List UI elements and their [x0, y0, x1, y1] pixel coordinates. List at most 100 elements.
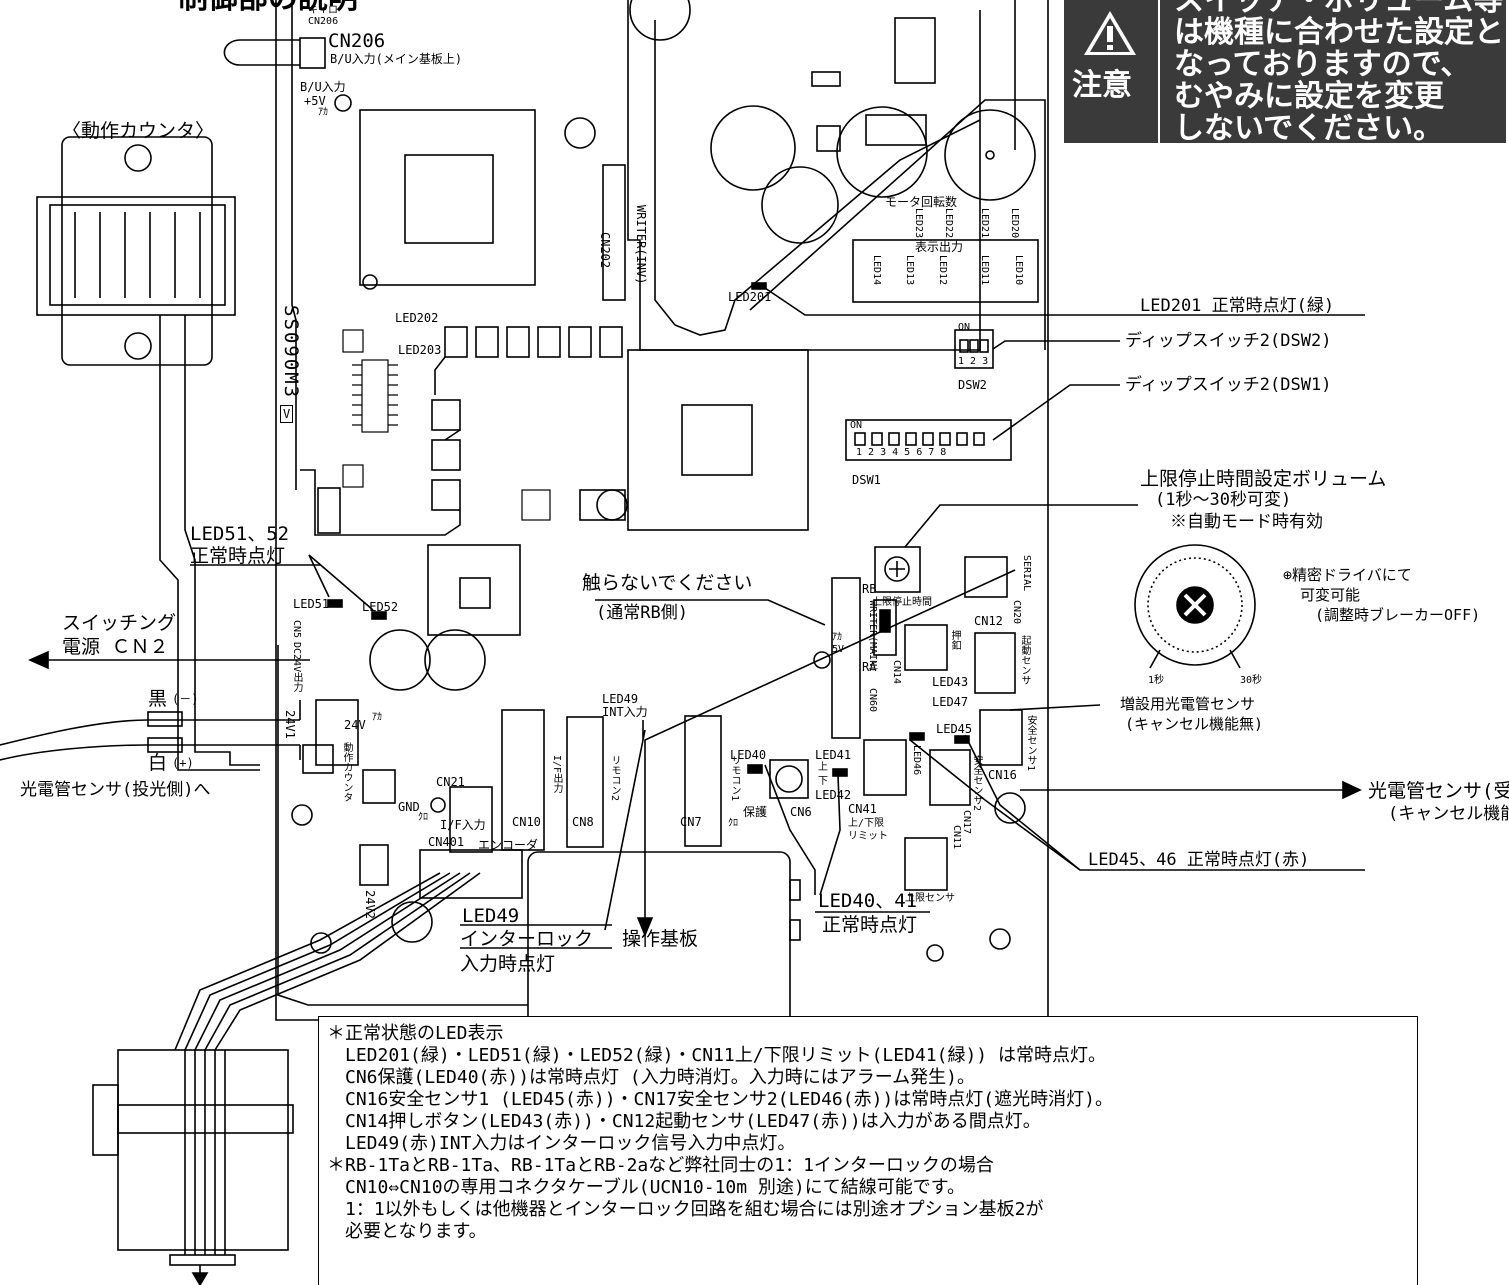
- v24-2-label: 24V2: [363, 890, 377, 919]
- volume-title-callout: 上限停止時間設定ボリューム: [1140, 468, 1387, 490]
- dsw2-on-label: ON: [958, 322, 971, 333]
- driver-callout-2: 可変可能: [1300, 586, 1361, 604]
- caution-box: 注意 スイッチ・ボリューム等 は機種に合わせた設定と なっておりますので、 むや…: [1064, 0, 1506, 146]
- motor-speed-label: モータ回転数: [885, 195, 958, 209]
- cn12-label: CN12: [974, 614, 1003, 628]
- if-input-label: I/F入力: [440, 818, 486, 832]
- led51-52-normal-callout: 正常時点灯: [190, 545, 286, 567]
- op-counter-label: 動作カウンタ: [341, 742, 352, 802]
- led203-label: LED203: [398, 343, 442, 357]
- note-line: CN6保護(LED40(赤))は常時点灯 (入力時消灯。入力時にはアラーム発生)…: [327, 1067, 976, 1088]
- led41-label: LED41: [815, 748, 852, 762]
- caution-keyword: 注意: [1072, 68, 1132, 103]
- switching-callout: スイッチング: [62, 612, 177, 634]
- driver-callout-3: (調整時ブレーカーOFF): [1315, 606, 1481, 624]
- ra-label: RA: [862, 660, 877, 674]
- cn206-label: CN206: [328, 30, 386, 52]
- sensor-recv-callout-1: 光電管センサ(受光側): [1368, 780, 1509, 802]
- up-label: 上: [818, 762, 828, 773]
- led49-callout-title: LED49: [462, 905, 520, 927]
- warning-icon: [1084, 11, 1136, 55]
- volume-auto-callout: ※自動モード時有効: [1170, 512, 1323, 532]
- ext-sensor-callout-2: (キャンセル機能無): [1125, 715, 1264, 733]
- white-wire-label: 白: [148, 752, 168, 774]
- motor-body: [117, 1049, 289, 1251]
- led45-46-callout: LED45、46 正常時点灯(赤): [1088, 850, 1310, 870]
- note-line: CN16安全センサ1 (LED45(赤))・CN17安全センサ2(LED46(赤…: [327, 1089, 1113, 1110]
- led21-label: LED21: [979, 208, 990, 239]
- led46-label: LED46: [911, 745, 922, 776]
- led12-label: LED12: [937, 255, 948, 286]
- cn401-label: CN401: [428, 835, 465, 849]
- board-code: SS090M3: [280, 305, 302, 400]
- interlock-callout: インターロック: [460, 928, 594, 950]
- capacitor: [761, 166, 839, 244]
- akaka-5v-label: ｱｶ 5V: [832, 632, 845, 655]
- note-line: LED201(緑)・LED51(緑)・LED52(緑)・CN11上/下限リミット…: [327, 1045, 1106, 1066]
- led49-int-label: LED49 INT入力: [602, 692, 648, 719]
- led40-label: LED40: [730, 748, 767, 762]
- counter-frame: [61, 136, 213, 366]
- cn60-label: CN60: [867, 688, 878, 713]
- led45-label: LED45: [936, 722, 973, 736]
- led11-label: LED11: [979, 255, 990, 286]
- encoder-label: エンコーダ: [478, 838, 539, 852]
- kuro-label: ｸﾛ: [418, 812, 428, 823]
- note-line: 1：1以外もしくは他機器とインターロック回路を組む場合には別途オプション基板2が: [327, 1199, 1044, 1220]
- cn41-label: CN41: [848, 802, 877, 816]
- counter-label: 〈動作カウンタ〉: [62, 120, 215, 142]
- rb-ra-switch: [873, 599, 897, 656]
- capacitor: [710, 105, 796, 191]
- cn16-label: CN16: [988, 768, 1017, 782]
- volume-knob-housing: [874, 546, 921, 593]
- led13-label: LED13: [904, 255, 915, 286]
- caution-line: むやみに設定を変更: [1174, 79, 1444, 114]
- dsw1-switch: [845, 419, 1012, 461]
- dial-min-label: 1秒: [1148, 675, 1165, 686]
- sensor-recv-callout-2: (キャンセル機能有): [1388, 804, 1509, 824]
- bu-input-label: B/U入力: [300, 80, 346, 94]
- safety-sensor2-label: 安全センサ2: [971, 755, 982, 812]
- note-line: 必要となります。: [327, 1221, 487, 1242]
- cn11-label: CN11: [951, 825, 962, 850]
- dsw1-on-label: ON: [850, 420, 863, 431]
- cn8-label: CN8: [572, 815, 594, 829]
- led47-label: LED47: [932, 695, 969, 709]
- note-line: ＊RB-1TaとRB-1Ta、RB-1TaとRB-2aなど弊社同士の1：1インタ…: [327, 1155, 994, 1176]
- push-btn-label: 押釦: [949, 630, 960, 650]
- led22-label: LED22: [943, 208, 954, 239]
- dial-max-label: 30秒: [1240, 675, 1263, 686]
- cn10-label: CN10: [512, 815, 541, 829]
- dsw2-label: DSW2: [958, 378, 987, 392]
- white-wire-sign: (+): [172, 756, 194, 770]
- led202-label: LED202: [395, 311, 439, 325]
- if-output-label: I/F出力: [551, 755, 562, 794]
- ext-sensor-callout-1: 増設用光電管センサ: [1120, 695, 1256, 713]
- dc24v-label: DC24V出力: [291, 642, 302, 693]
- note-line: CN10⇔CN10の専用コネクタケーブル(UCN10-10m 別途)にて結線可能…: [327, 1177, 965, 1198]
- cn206-small-label: キイロ CN206: [308, 5, 339, 27]
- limit-label: 上/下限 リミット: [848, 818, 888, 842]
- operation-board-label: 操作基板: [622, 928, 699, 950]
- led40-41-normal-callout: 正常時点灯: [822, 914, 918, 936]
- led20-label: LED20: [1009, 208, 1020, 239]
- dsw2-callout: ディップスイッチ2(DSW2): [1125, 331, 1332, 351]
- remote1-label: リモコン1: [729, 755, 740, 802]
- writer-inv-label: WRITER(INV): [634, 205, 648, 285]
- upper-stop-time-label: 上限停止時間: [872, 597, 932, 608]
- page-title: 制御部の説明: [178, 0, 358, 16]
- normal-rb-callout: (通常RB側): [596, 603, 688, 623]
- led40-41-callout: LED40、41: [818, 890, 918, 912]
- safety-sensor1-label: 安全センサ1: [1025, 715, 1036, 772]
- cn21-label: CN21: [436, 775, 465, 789]
- cn5-label: CN5: [291, 620, 302, 639]
- remote2-label: リモコン2: [609, 755, 620, 802]
- cpu-chip: [359, 109, 536, 286]
- led51-label: LED51: [293, 597, 330, 611]
- caution-line: しないでください。: [1174, 111, 1444, 146]
- led23-label: LED23: [913, 208, 924, 239]
- kuro2-label: ｸﾛ: [728, 818, 738, 829]
- notes-box: ＊正常状態のLED表示 LED201(緑)・LED51(緑)・LED52(緑)・…: [318, 1016, 1418, 1285]
